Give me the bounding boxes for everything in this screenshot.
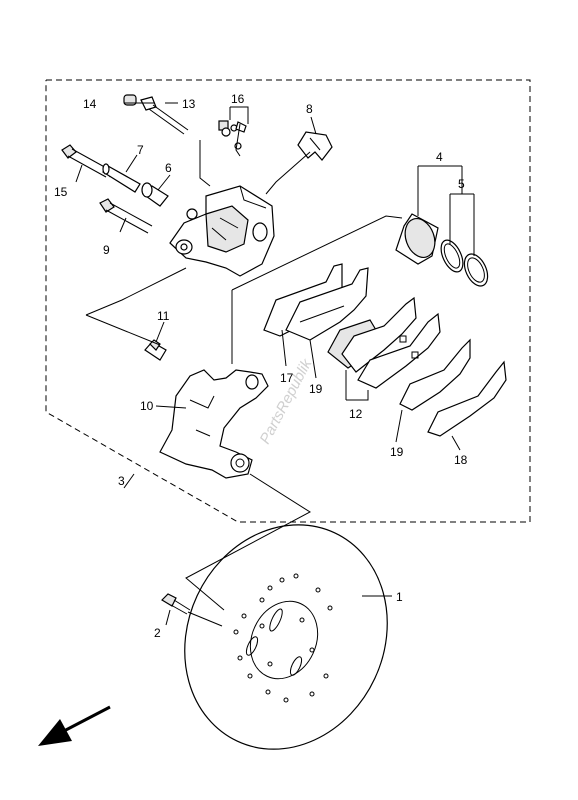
part-4-piston [395, 213, 439, 265]
part-6-bushing [141, 182, 169, 207]
callout-1: 1 [396, 590, 403, 604]
direction-arrow-icon [38, 705, 111, 746]
callout-14: 14 [83, 97, 97, 111]
part-2-disc-bolt [161, 593, 191, 615]
part-7-pin [102, 163, 141, 193]
callout-19-right: 19 [390, 445, 404, 459]
part-11-boot [144, 339, 167, 361]
callout-15: 15 [54, 185, 68, 199]
callout-8: 8 [306, 102, 313, 116]
callout-13: 13 [182, 97, 196, 111]
callout-11: 11 [157, 309, 170, 323]
part-1-brake-disc [184, 524, 388, 750]
callout-18: 18 [454, 453, 468, 467]
part-18-pad-shim [427, 360, 507, 437]
part-5-seals [440, 239, 489, 287]
callout-9: 9 [103, 243, 110, 257]
callout-labels: 14 13 16 8 7 4 6 5 15 9 11 17 19 12 10 1… [54, 92, 468, 640]
callout-19-left: 19 [309, 382, 323, 396]
callout-12: 12 [349, 407, 363, 421]
callout-4: 4 [436, 150, 443, 164]
callout-5: 5 [458, 177, 465, 191]
part-8-pad-spring [297, 131, 333, 161]
part-19-brake-pad-right [399, 338, 471, 411]
leader-lines [75, 102, 475, 627]
callout-16: 16 [231, 92, 245, 106]
watermark: PartsRepublik [257, 355, 317, 447]
part-19-brake-pad-left [285, 267, 369, 341]
callout-17: 17 [280, 371, 294, 385]
part-10-caliper-bracket [159, 369, 269, 479]
caliper-body [169, 185, 275, 277]
callout-3: 3 [118, 474, 125, 488]
callout-6: 6 [165, 161, 172, 175]
part-12-brake-pad-set [327, 296, 441, 389]
part-9-bolt [99, 198, 153, 234]
assembly-boundary [45, 79, 531, 523]
part-16-union-bolt [218, 120, 247, 150]
callout-2: 2 [154, 626, 161, 640]
callout-10: 10 [140, 399, 154, 413]
callout-7: 7 [137, 143, 144, 157]
